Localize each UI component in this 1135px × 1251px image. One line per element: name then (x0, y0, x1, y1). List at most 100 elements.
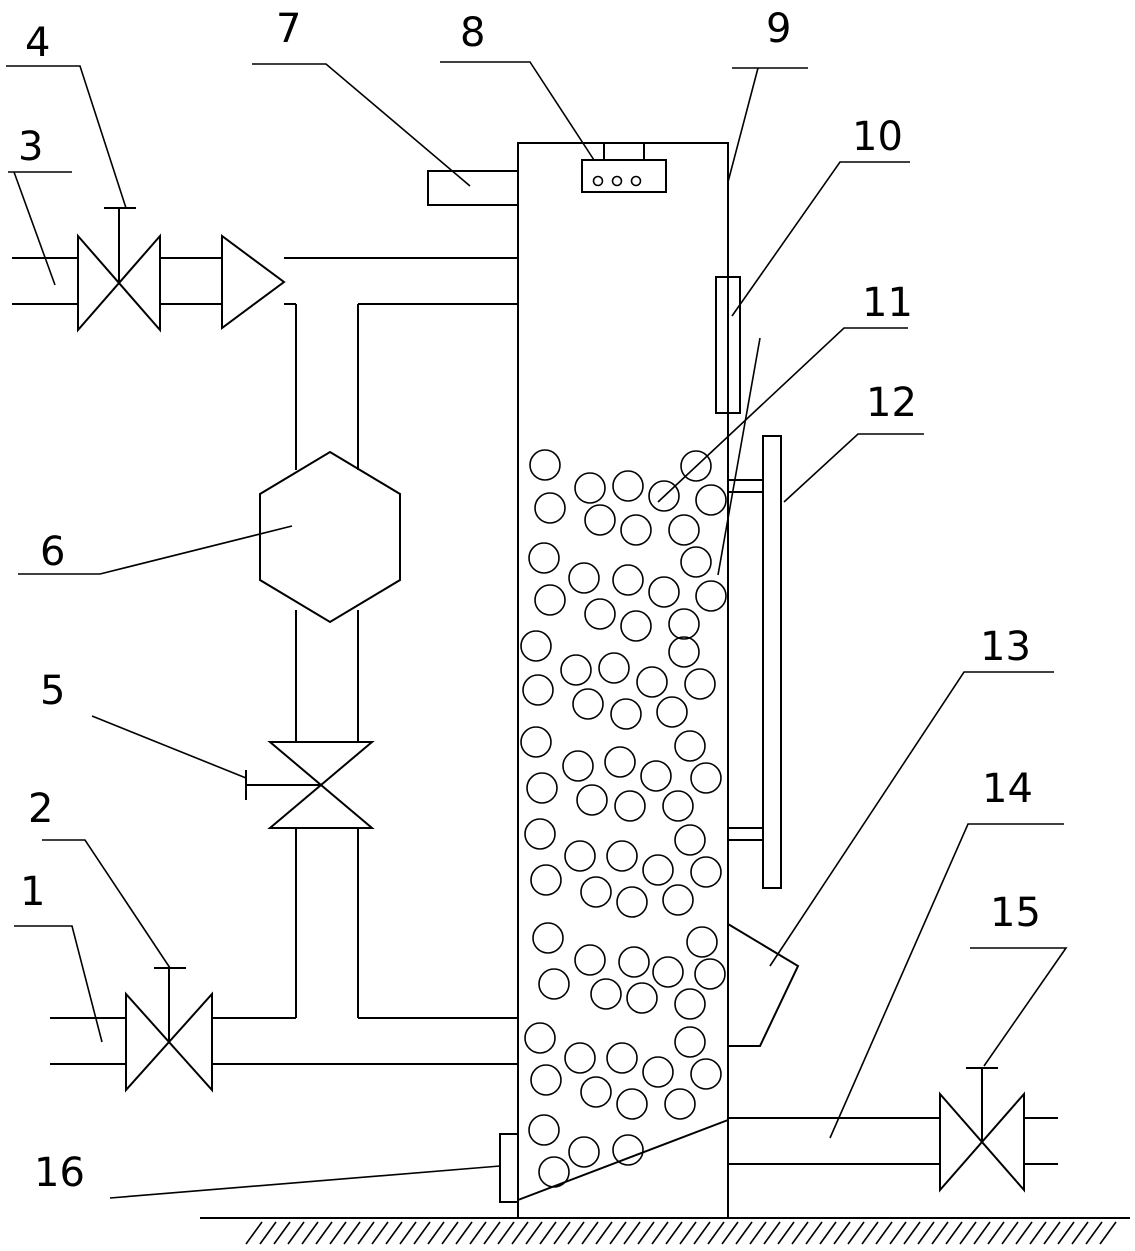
packing-sphere (575, 945, 605, 975)
label-15: 15 (990, 890, 1041, 936)
ground-hatch-icon (414, 1222, 430, 1244)
packing-sphere (607, 841, 637, 871)
packing-media (521, 450, 726, 1187)
packing-sphere (691, 857, 721, 887)
ground-hatch-icon (1030, 1222, 1046, 1244)
ground-hatch-icon (876, 1222, 892, 1244)
ground-hatch-icon (680, 1222, 696, 1244)
ground-hatch-icon (316, 1222, 332, 1244)
packing-sphere (691, 1059, 721, 1089)
label-7: 7 (276, 6, 301, 52)
packing-sphere (581, 877, 611, 907)
ground-hatch-icon (624, 1222, 640, 1244)
packing-sphere (527, 773, 557, 803)
hexagon-pump-icon (260, 452, 400, 622)
ground-hatch-icon (386, 1222, 402, 1244)
sloped-bottom-plate (518, 1120, 728, 1200)
packing-sphere (663, 885, 693, 915)
level-gauge-12 (728, 436, 781, 888)
packing-sphere (539, 969, 569, 999)
ground-hatch-icon (400, 1222, 416, 1244)
ground-hatch-icon (764, 1222, 780, 1244)
ground-hatch-icon (442, 1222, 458, 1244)
packing-sphere (525, 1023, 555, 1053)
ground-hatch-icon (890, 1222, 906, 1244)
label-13: 13 (980, 624, 1031, 670)
packing-sphere (665, 1089, 695, 1119)
ground-hatch-icon (946, 1222, 962, 1244)
bottom-inlet-pipe (50, 1018, 518, 1064)
packing-sphere (607, 1043, 637, 1073)
packing-sphere (627, 983, 657, 1013)
ground-hatch-icon (848, 1222, 864, 1244)
ground-hatch-icon (358, 1222, 374, 1244)
ground-hatch-icon (666, 1222, 682, 1244)
valve-2 (126, 968, 212, 1090)
packing-sphere (617, 1089, 647, 1119)
packing-sphere (569, 563, 599, 593)
packing-sphere (675, 731, 705, 761)
packing-sphere (535, 585, 565, 615)
ground-hatch-icon (540, 1222, 556, 1244)
ground-hatch-icon (862, 1222, 878, 1244)
packing-sphere (657, 697, 687, 727)
ground-hatch-icon (554, 1222, 570, 1244)
ground-hatch-icon (722, 1222, 738, 1244)
label-3: 3 (18, 124, 43, 170)
packing-sphere (681, 547, 711, 577)
ground-hatch-icon (988, 1222, 1004, 1244)
label-6: 6 (40, 529, 65, 575)
packing-sphere (613, 565, 643, 595)
packing-sphere (687, 927, 717, 957)
bypass-pipe (296, 304, 358, 1018)
ground-hatch-icon (596, 1222, 612, 1244)
ground-hatch-icon (1016, 1222, 1032, 1244)
ground-hatch-icon (330, 1222, 346, 1244)
packing-sphere (531, 865, 561, 895)
ground-hatch-icon (806, 1222, 822, 1244)
packing-sphere (621, 611, 651, 641)
packing-sphere (581, 1077, 611, 1107)
packing-sphere (613, 1135, 643, 1165)
ground-hatch-icon (652, 1222, 668, 1244)
packing-sphere (565, 841, 595, 871)
packing-sphere (585, 505, 615, 535)
packing-sphere (575, 473, 605, 503)
packing-sphere (691, 763, 721, 793)
packing-sphere (685, 669, 715, 699)
ground-hatch-icon (288, 1222, 304, 1244)
packing-sphere (675, 1027, 705, 1057)
ground-hatch-icon (736, 1222, 752, 1244)
label-8: 8 (460, 10, 485, 56)
ground-hatch-icon (512, 1222, 528, 1244)
label-4: 4 (25, 20, 50, 66)
packing-sphere (525, 819, 555, 849)
ground-line (200, 1218, 1130, 1244)
ground-hatch-icon (694, 1222, 710, 1244)
bottom-port-16 (500, 1134, 518, 1202)
ground-hatch-icon (582, 1222, 598, 1244)
labels: 1 2 3 4 5 6 7 8 9 10 11 12 13 14 15 16 (18, 6, 1041, 1196)
ground-hatch-icon (778, 1222, 794, 1244)
packing-sphere (643, 855, 673, 885)
packing-sphere (573, 689, 603, 719)
packing-sphere (643, 1057, 673, 1087)
packing-sphere (669, 609, 699, 639)
ground-hatch-icon (344, 1222, 360, 1244)
ground-hatch-icon (568, 1222, 584, 1244)
packing-sphere (653, 957, 683, 987)
label-16: 16 (34, 1150, 85, 1196)
label-1: 1 (20, 869, 45, 915)
ground-hatch-icon (932, 1222, 948, 1244)
ground-hatch-icon (372, 1222, 388, 1244)
ground-hatch-icon (918, 1222, 934, 1244)
label-5: 5 (40, 668, 65, 714)
label-11: 11 (862, 280, 913, 326)
packing-sphere (533, 923, 563, 953)
packing-sphere (619, 947, 649, 977)
label-12: 12 (866, 380, 917, 426)
ground-hatch-icon (1072, 1222, 1088, 1244)
packing-sphere (599, 653, 629, 683)
packing-sphere (523, 675, 553, 705)
